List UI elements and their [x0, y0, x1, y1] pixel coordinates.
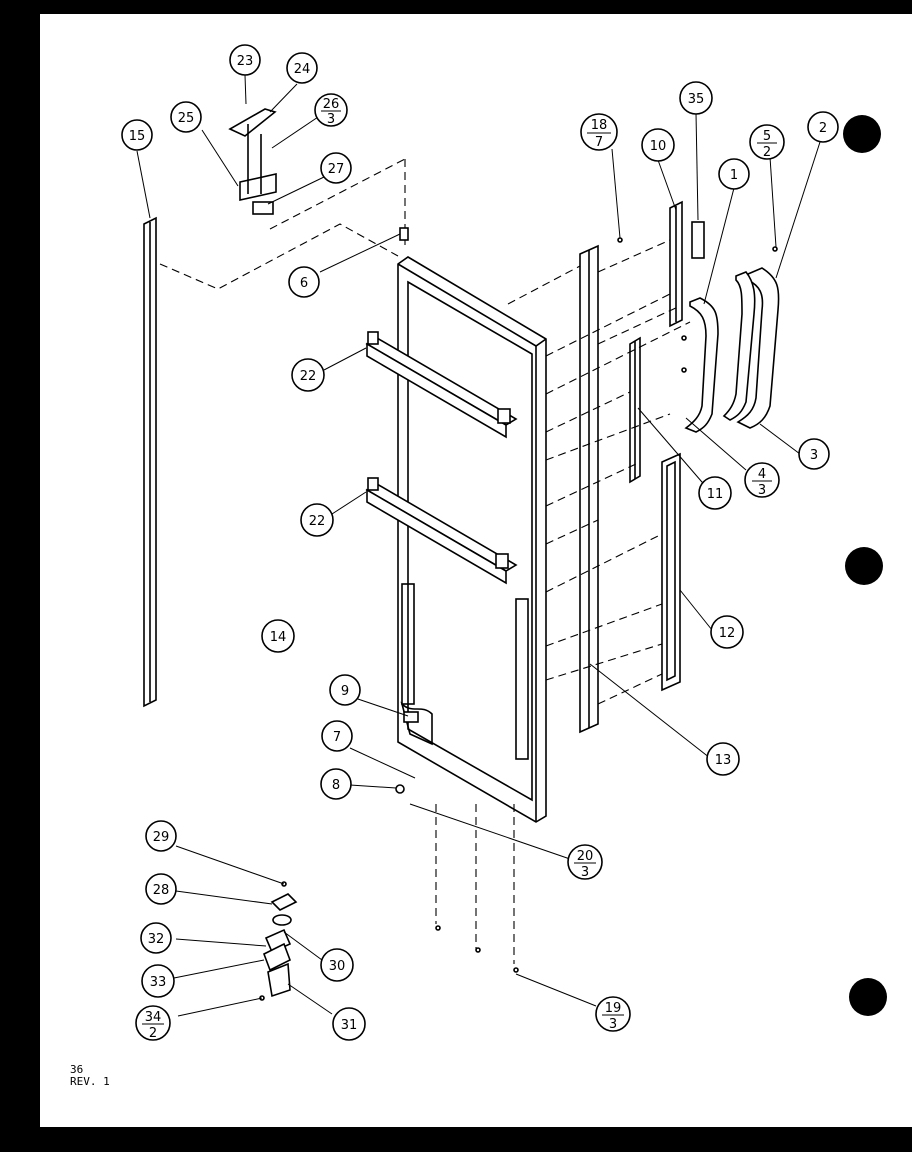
callout-6: 6	[288, 266, 320, 298]
callout-18: 18 7	[580, 113, 618, 151]
svg-text:3: 3	[758, 483, 766, 498]
callout-24: 24	[286, 52, 318, 84]
svg-text:32: 32	[148, 932, 165, 947]
callout-27: 27	[320, 152, 352, 184]
svg-text:6: 6	[300, 276, 308, 291]
part-shelf-bracket-22-upper	[365, 331, 518, 439]
leader-lines	[136, 74, 821, 1017]
svg-text:19: 19	[605, 1001, 622, 1016]
callout-11: 11	[698, 476, 732, 510]
callout-9: 9	[329, 674, 361, 706]
svg-text:15: 15	[129, 129, 146, 144]
callout-22-lower: 22	[300, 503, 334, 537]
svg-text:14: 14	[270, 630, 287, 645]
page-number: 36	[70, 1063, 84, 1076]
part-shelf-bracket-22-lower	[365, 477, 518, 585]
svg-text:2: 2	[819, 121, 827, 136]
callout-10: 10	[641, 128, 675, 162]
assembly-lines	[435, 239, 691, 964]
svg-text:20: 20	[577, 849, 594, 864]
part-handle-2	[722, 267, 780, 429]
callout-29: 29	[145, 820, 177, 852]
callout-12: 12	[710, 615, 744, 649]
callout-28: 28	[145, 873, 177, 905]
part-rail-13	[579, 244, 599, 734]
svg-text:8: 8	[332, 778, 340, 793]
svg-text:2: 2	[763, 145, 771, 160]
callout-3: 3	[798, 438, 830, 470]
drawing-sheet: 23 24 25 26 3 27 15 6 22 22 14 9 7 8 20 …	[40, 14, 912, 1127]
svg-text:30: 30	[329, 959, 346, 974]
callout-19: 19 3	[595, 996, 631, 1032]
callout-31: 31	[332, 1007, 366, 1041]
svg-text:22: 22	[309, 514, 326, 529]
svg-text:5: 5	[763, 129, 771, 144]
svg-text:11: 11	[707, 487, 724, 502]
part-top-hinge	[228, 108, 277, 215]
svg-text:35: 35	[688, 92, 705, 107]
registration-dot-bottom	[849, 978, 887, 1016]
callout-8: 8	[320, 768, 352, 800]
svg-text:9: 9	[341, 684, 349, 699]
callout-2: 2	[807, 111, 839, 143]
svg-text:24: 24	[294, 62, 311, 77]
callout-1: 1	[718, 158, 750, 190]
part-bottom-hinge	[259, 881, 298, 1001]
callout-22-upper: 22	[291, 358, 325, 392]
svg-text:3: 3	[810, 448, 818, 463]
svg-text:3: 3	[609, 1017, 617, 1032]
callout-15: 15	[121, 119, 153, 151]
callout-14: 14	[261, 619, 295, 653]
svg-text:13: 13	[715, 753, 732, 768]
part-trim-11	[629, 336, 641, 484]
svg-text:29: 29	[153, 830, 170, 845]
svg-text:4: 4	[758, 467, 766, 482]
callout-33: 33	[141, 964, 175, 998]
svg-text:33: 33	[150, 975, 167, 990]
svg-text:26: 26	[323, 97, 340, 112]
svg-text:25: 25	[178, 111, 195, 126]
svg-text:28: 28	[153, 883, 170, 898]
svg-text:27: 27	[328, 162, 345, 177]
callout-25: 25	[170, 101, 202, 133]
svg-text:34: 34	[145, 1010, 162, 1025]
callout-35: 35	[679, 81, 713, 115]
callout-20: 20 3	[567, 844, 603, 880]
callout-4: 4 3	[744, 462, 780, 498]
svg-text:3: 3	[581, 865, 589, 880]
fasteners	[395, 237, 778, 973]
callout-7: 7	[321, 720, 353, 752]
callout-13: 13	[706, 742, 740, 776]
svg-text:18: 18	[591, 118, 608, 133]
callout-30: 30	[320, 948, 354, 982]
callout-34: 34 2	[135, 1005, 171, 1041]
part-handle-1	[684, 297, 719, 433]
part-label-35	[691, 221, 705, 259]
part-trim-10	[669, 200, 683, 328]
svg-text:22: 22	[300, 369, 317, 384]
svg-text:7: 7	[333, 730, 341, 745]
registration-dot-middle	[845, 547, 883, 585]
callout-23: 23	[229, 44, 261, 76]
callout-5: 5 2	[749, 124, 785, 160]
svg-text:3: 3	[327, 112, 335, 127]
part-trim-strip-15	[143, 216, 157, 708]
exploded-parts-diagram: 23 24 25 26 3 27 15 6 22 22 14 9 7 8 20 …	[121, 44, 887, 1041]
part-trim-12	[661, 452, 681, 692]
svg-text:10: 10	[650, 139, 667, 154]
revision-label: REV. 1	[70, 1075, 110, 1088]
registration-dot-top	[843, 115, 881, 153]
svg-text:23: 23	[237, 54, 254, 69]
callout-26: 26 3	[314, 93, 348, 127]
callout-32: 32	[140, 922, 172, 954]
svg-text:12: 12	[719, 626, 736, 641]
svg-text:2: 2	[149, 1026, 157, 1041]
svg-text:31: 31	[341, 1018, 358, 1033]
svg-text:7: 7	[595, 135, 603, 150]
svg-text:1: 1	[730, 168, 738, 183]
